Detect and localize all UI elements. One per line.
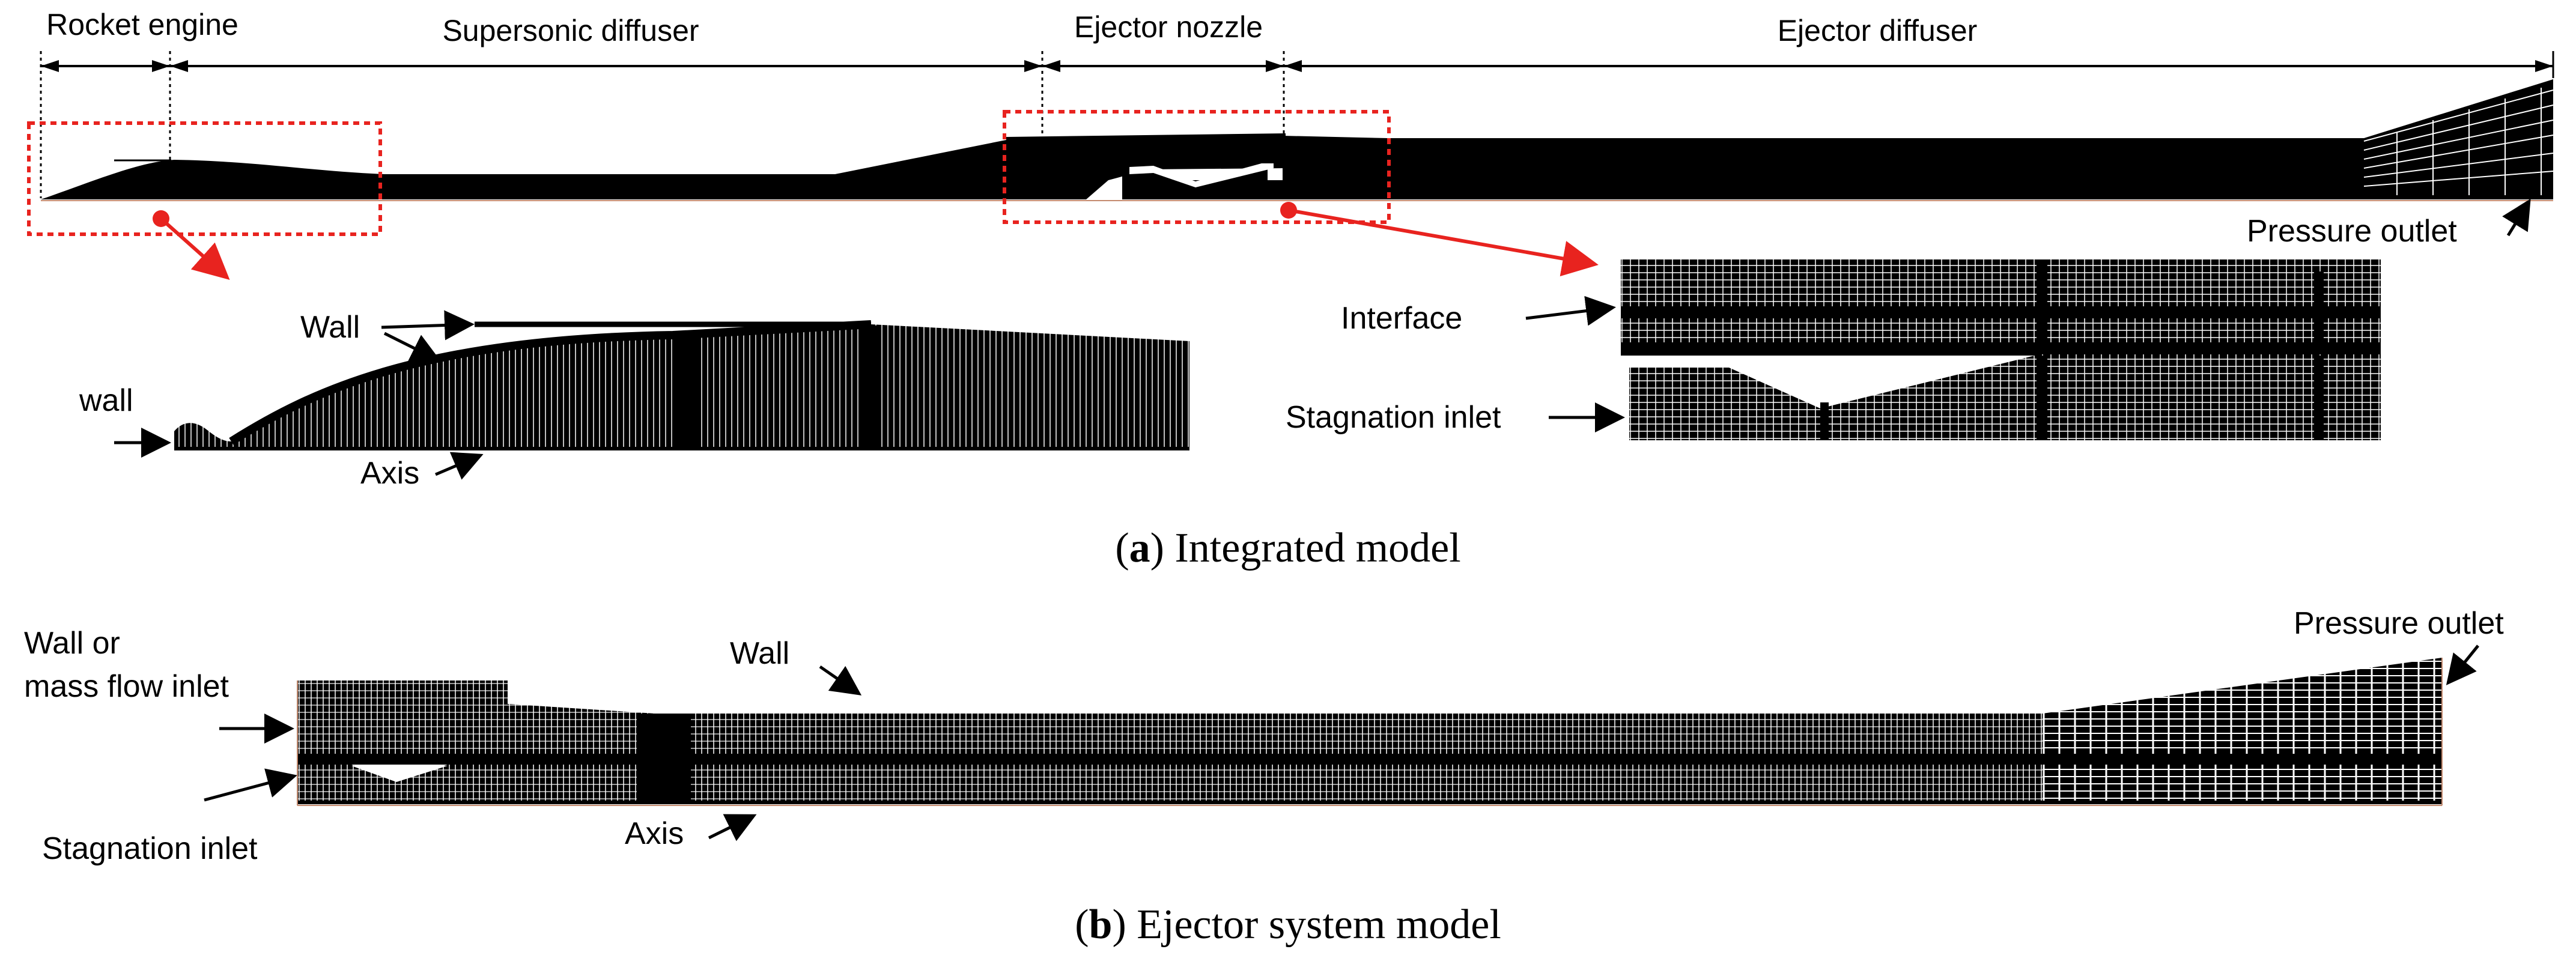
zoom-ejector-mesh bbox=[1621, 259, 2381, 440]
caption-a-text: Integrated model bbox=[1174, 525, 1460, 571]
mass-flow-inlet-block bbox=[297, 681, 508, 759]
label-rocket-engine: Rocket engine bbox=[46, 8, 238, 41]
zoom-box-nozzle bbox=[1003, 110, 1391, 224]
rocket-diffuser-mesh bbox=[41, 137, 1021, 199]
arrow-wall-bottom bbox=[819, 665, 862, 696]
zoom-refined-col-3 bbox=[2037, 356, 2047, 440]
zoom-lower-edge bbox=[1621, 342, 2381, 356]
zoom-refined-col-2 bbox=[2314, 271, 2324, 356]
zoom-refined-col-1 bbox=[2037, 259, 2047, 356]
dimension-arrowheads bbox=[41, 60, 2553, 72]
label-stagnation-inlet-top: Stagnation inlet bbox=[1286, 400, 1501, 435]
zoom-refined-band-2 bbox=[862, 326, 880, 449]
diffuser-outlet-mesh-lines bbox=[2363, 88, 2554, 195]
label-wall-inlet: wall bbox=[79, 383, 133, 418]
label-wall-or-line2: mass flow inlet bbox=[24, 669, 229, 704]
zoom-arrow-right bbox=[1288, 208, 1599, 277]
system-interface-band bbox=[297, 754, 2442, 765]
caption-a-letter: a bbox=[1129, 525, 1150, 571]
stagnation-block bbox=[297, 765, 637, 804]
zoom-interface-band bbox=[1621, 306, 2381, 318]
label-wall-upper: Wall bbox=[300, 310, 360, 345]
zoom-stagnation-block bbox=[1629, 354, 2381, 440]
label-interface: Interface bbox=[1341, 301, 1462, 336]
zoom-nozzle-contour bbox=[229, 320, 872, 445]
zoom-box-rocket bbox=[27, 121, 382, 236]
label-pressure-outlet-bottom: Pressure outlet bbox=[2294, 606, 2504, 641]
zoom-refined-col-4 bbox=[2314, 356, 2324, 440]
zoom-throat-col bbox=[1820, 402, 1829, 440]
label-wall-bottom: Wall bbox=[730, 636, 789, 671]
arrow-axis-top bbox=[435, 452, 484, 480]
label-supersonic-diffuser: Supersonic diffuser bbox=[442, 14, 699, 47]
caption-b: (b) Ejector system model bbox=[1075, 902, 1501, 948]
label-wall-or-line1: Wall or bbox=[24, 626, 120, 661]
arrow-pressure-outlet-top bbox=[2502, 198, 2531, 237]
label-axis-top: Axis bbox=[360, 456, 419, 491]
label-axis-bottom: Axis bbox=[625, 816, 684, 851]
label-ejector-diffuser: Ejector diffuser bbox=[1778, 14, 1978, 47]
arrow-interface bbox=[1525, 296, 1616, 326]
caption-a: (a) Integrated model bbox=[1115, 525, 1460, 571]
arrow-axis-bottom bbox=[708, 814, 757, 841]
label-ejector-nozzle: Ejector nozzle bbox=[1074, 10, 1263, 44]
zoom-refined-band-1 bbox=[676, 334, 701, 449]
zoom-rocket-mesh bbox=[174, 320, 1189, 450]
caption-b-letter: b bbox=[1089, 902, 1113, 948]
label-pressure-outlet-top: Pressure outlet bbox=[2247, 214, 2457, 249]
arrow-pressure-outlet-bottom bbox=[2446, 644, 2479, 685]
integrated-domain bbox=[41, 79, 2554, 201]
ejector-system-domain bbox=[297, 658, 2443, 806]
label-stagnation-inlet-bottom: Stagnation inlet bbox=[42, 831, 258, 866]
transition-block bbox=[508, 704, 655, 759]
ejector-diffuser-mesh bbox=[1122, 79, 2553, 199]
segment-dimension-bar: Rocket engine Supersonic diffuser Ejecto… bbox=[40, 8, 2554, 198]
arrow-stagnation-inlet-bottom bbox=[204, 768, 297, 802]
caption-b-text: Ejector system model bbox=[1137, 902, 1501, 948]
arrow-wall-upper-1 bbox=[381, 310, 475, 341]
zoom-axis-edge bbox=[174, 447, 1189, 450]
arrow-wall-upper-2 bbox=[383, 332, 442, 362]
outlet-diffuser-block bbox=[2043, 658, 2442, 804]
zoom-arrow-left bbox=[160, 217, 230, 280]
system-axis-edge bbox=[297, 801, 2442, 804]
